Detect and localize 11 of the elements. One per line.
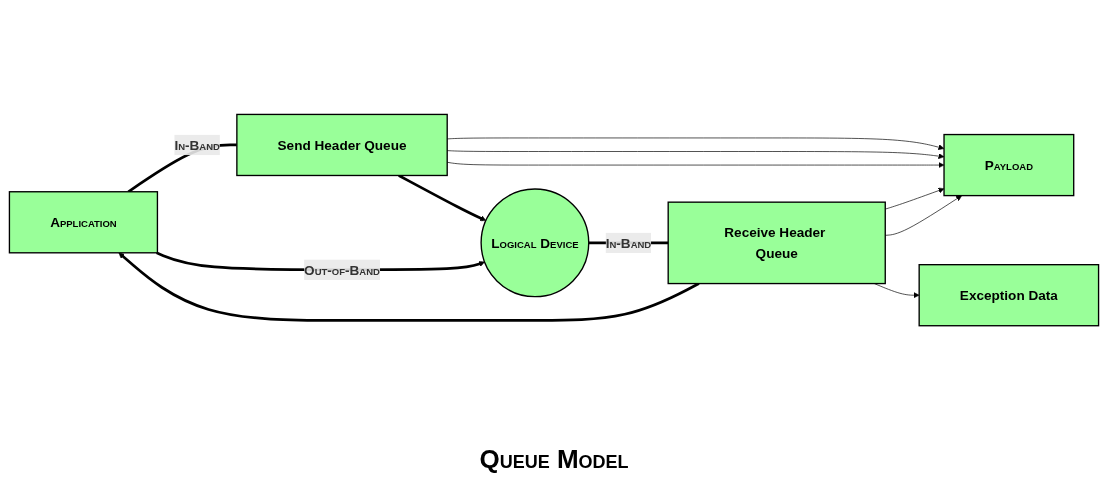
- edge-label: In-Band: [174, 137, 220, 153]
- edge-label: In-Band: [605, 235, 652, 251]
- node-circle: Logical Device: [480, 188, 590, 298]
- caption: Queue Model: [479, 444, 629, 475]
- node-box: Exception Data: [918, 263, 1100, 327]
- node-box: Receive Header Queue: [667, 201, 886, 285]
- node-box: Send Header Queue: [236, 113, 448, 177]
- node-box: Application: [8, 191, 159, 254]
- edge-label: Out-of-Band: [304, 262, 380, 278]
- node-box: Payload: [943, 133, 1075, 197]
- arrow: [398, 174, 487, 221]
